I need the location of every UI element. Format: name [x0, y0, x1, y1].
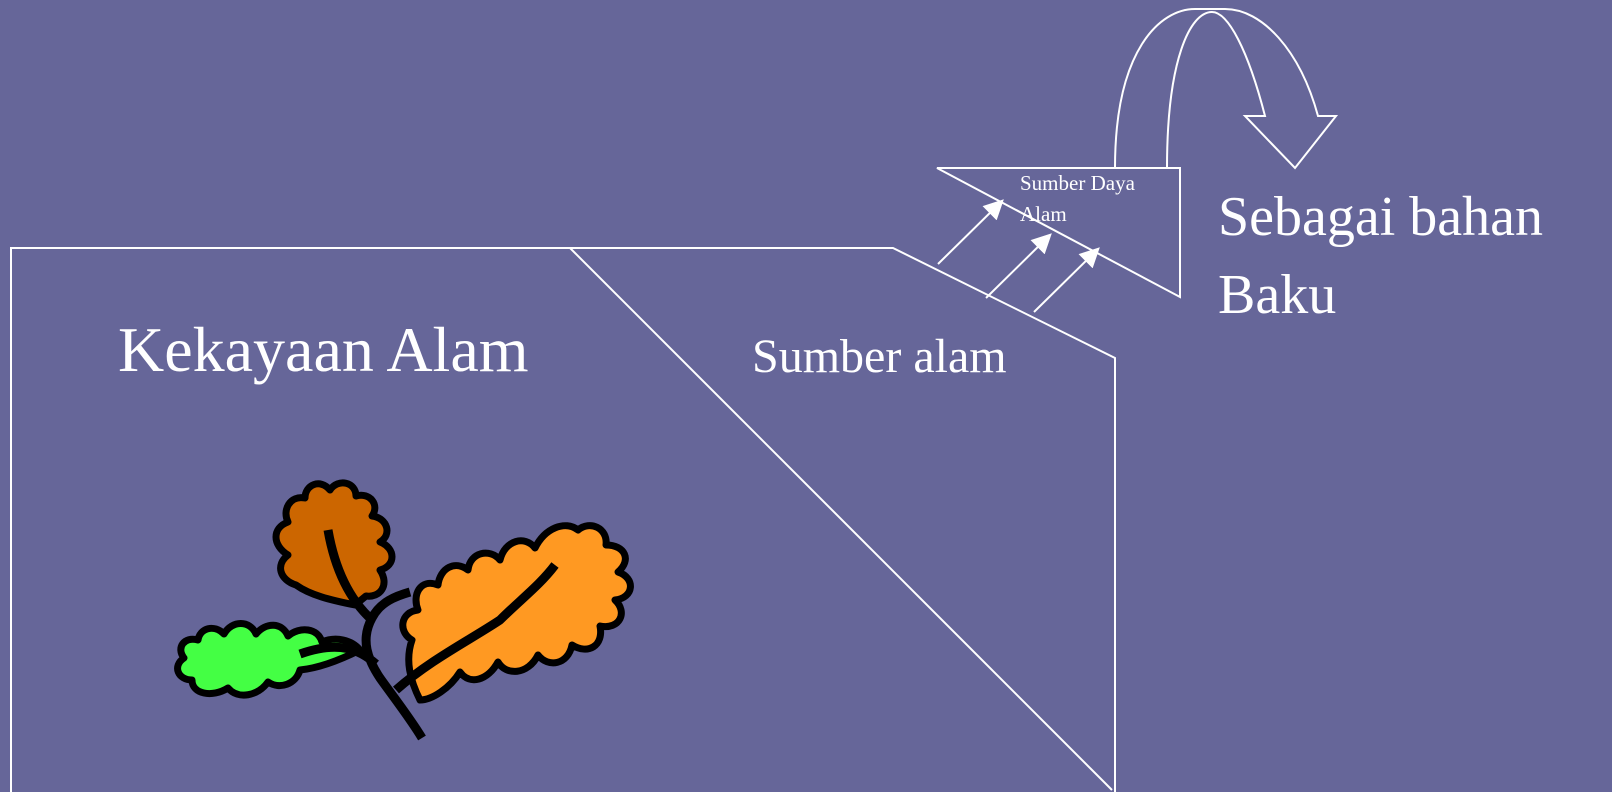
sumber-alam-label: Sumber alam: [752, 333, 1007, 381]
autumn-leaves-icon: [178, 483, 631, 738]
curved-arrow: [1115, 9, 1336, 168]
extraction-arrow-3: [1034, 250, 1097, 312]
extraction-arrow-2: [986, 236, 1049, 298]
sumber-daya-alam-label: Sumber Daya Alam: [1020, 168, 1180, 230]
kekayaan-alam-label: Kekayaan Alam: [118, 318, 529, 382]
green-leaf: [178, 624, 360, 696]
sebagai-bahan-baku-label: Sebagai bahan Baku: [1218, 178, 1612, 334]
extraction-arrow-1: [938, 202, 1001, 264]
orange-leaf: [403, 526, 631, 700]
